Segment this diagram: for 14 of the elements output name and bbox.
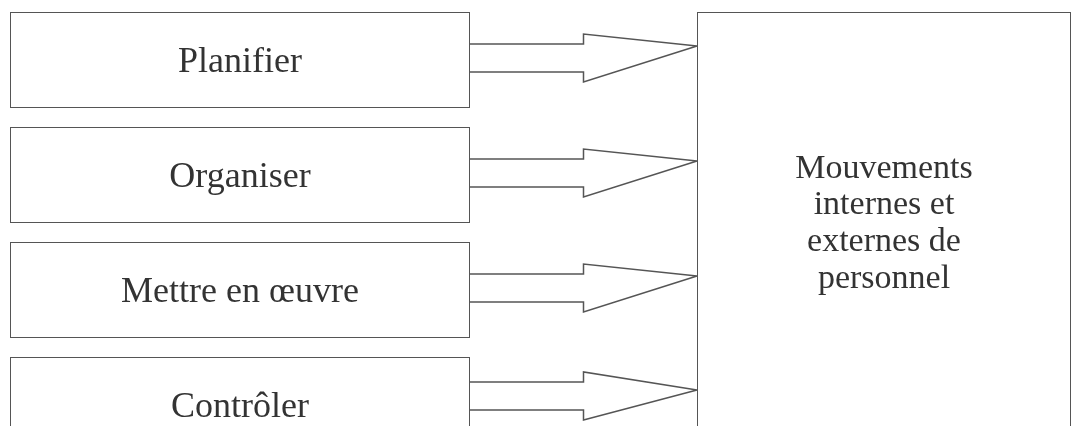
box-label: Organiser [169, 155, 311, 195]
block-arrow [469, 371, 698, 421]
box-label: Mouvements internes et externes de personnel [794, 148, 974, 296]
box-label: Contrôler [171, 385, 309, 425]
box-label: Mettre en œuvre [121, 270, 359, 310]
block-arrow [469, 148, 698, 199]
block-arrow [469, 263, 698, 314]
process-box [10, 357, 470, 426]
block-arrow [469, 33, 698, 84]
process-box [10, 12, 470, 108]
result-box [697, 12, 1071, 426]
box-label: Planifier [178, 40, 302, 80]
process-box [10, 242, 470, 338]
process-box [10, 127, 470, 223]
